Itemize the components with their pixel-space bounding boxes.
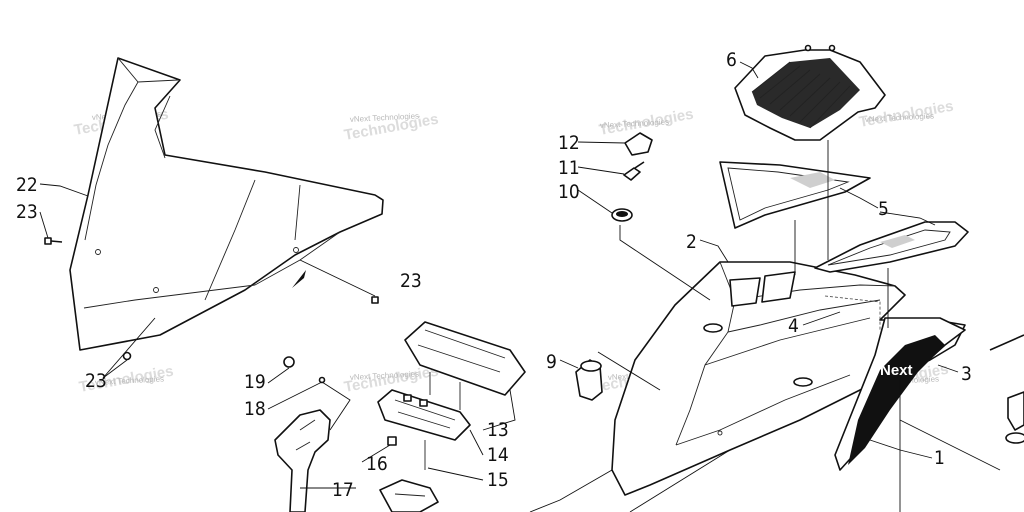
vent-panel-parts: [719, 161, 969, 273]
callout-9: 9: [546, 351, 557, 373]
callout-16: 16: [366, 453, 388, 475]
leader-lines: [39, 61, 1001, 512]
key-switch-parts: [575, 132, 653, 401]
arrow-icon: [292, 270, 306, 288]
watermark-text: vNext Technologies: [865, 111, 935, 124]
callout-19: 19: [244, 371, 266, 393]
screw-parts: [44, 237, 379, 361]
windshield-part: [69, 57, 384, 351]
callout-17: 17: [332, 479, 354, 501]
callout-11: 11: [558, 157, 580, 179]
callout-14: 14: [487, 444, 509, 466]
callout-5: 5: [878, 198, 889, 220]
callout-labels: 22 23 23 23 19 18 16 17 13 14 15 12 11 1…: [16, 49, 972, 501]
callout-13: 13: [487, 419, 509, 441]
callout-4: 4: [788, 315, 799, 337]
callout-15: 15: [487, 469, 509, 491]
callout-23: 23: [400, 270, 422, 292]
watermark-text: vNext Technologies: [350, 111, 420, 124]
callout-12: 12: [558, 132, 580, 154]
callout-10: 10: [558, 181, 580, 203]
watermark-text: vNext Technologies: [350, 369, 420, 382]
watermark-text: vNext Technologies: [600, 117, 670, 130]
hood-part: [611, 261, 966, 496]
callout-6: 6: [726, 49, 737, 71]
edge-part: [989, 334, 1024, 444]
callout-23: 23: [85, 370, 107, 392]
callout-1: 1: [934, 447, 945, 469]
callout-2: 2: [686, 231, 697, 253]
svg-text:Next: Next: [880, 362, 913, 379]
side-panel-part: Next: [834, 317, 966, 471]
callout-18: 18: [244, 398, 266, 420]
bracket-assembly: [274, 356, 439, 512]
callout-3: 3: [961, 363, 972, 385]
callout-23: 23: [16, 201, 38, 223]
grille-part: [734, 44, 886, 141]
callout-22: 22: [16, 174, 38, 196]
gauge-assembly: [377, 321, 526, 470]
watermark-text: vNext Technologies: [95, 374, 165, 387]
